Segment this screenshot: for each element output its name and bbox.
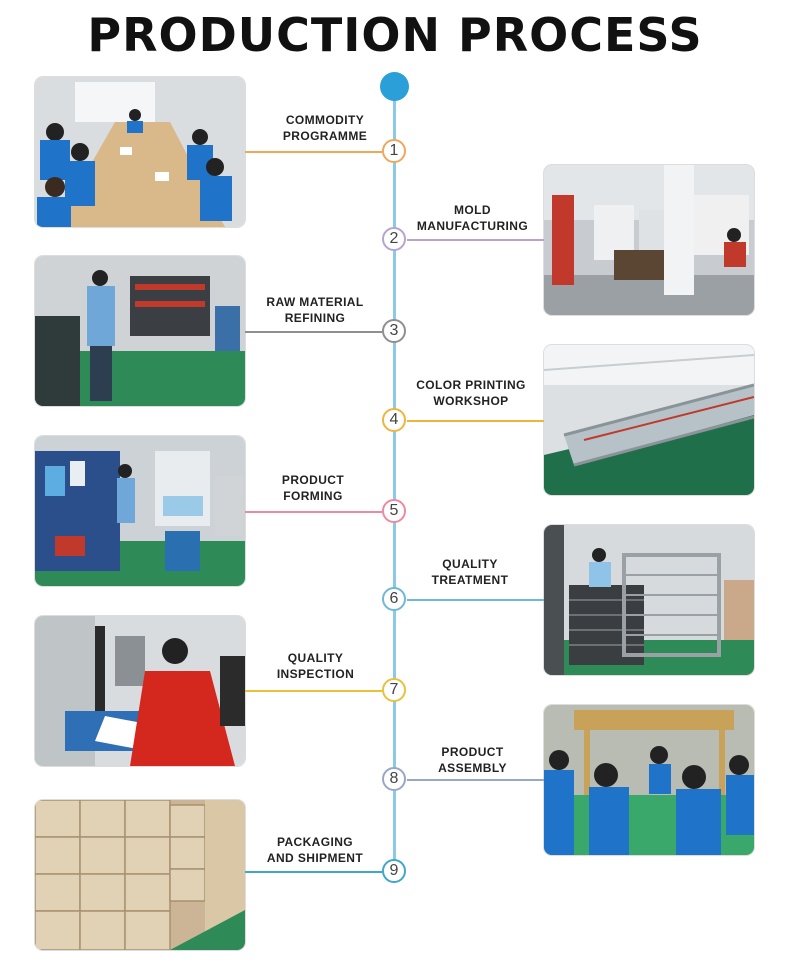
step-6-photo xyxy=(544,525,754,675)
step-7-photo xyxy=(35,616,245,766)
step-8-label-line1: PRODUCT xyxy=(441,745,504,759)
page-title: PRODUCTION PROCESS xyxy=(87,8,703,62)
step-7-label-line1: QUALITY xyxy=(287,651,344,665)
step-9-connector xyxy=(245,871,382,873)
step-5-number: 5 xyxy=(382,499,406,523)
step-1-photo xyxy=(35,77,245,227)
step-8-label-line2: ASSEMBLY xyxy=(438,761,507,775)
step-9-label-line2: AND SHIPMENT xyxy=(266,851,364,865)
step-8-number: 8 xyxy=(382,767,406,791)
step-3-label-line1: RAW MATERIAL xyxy=(266,295,364,309)
step-7-label-line2: INSPECTION xyxy=(276,667,355,681)
step-1-connector xyxy=(245,151,382,153)
step-4-label-line2: WORKSHOP xyxy=(433,394,509,408)
step-2-label: MOLD MANUFACTURING xyxy=(400,202,545,234)
step-4-label-line1: COLOR PRINTING xyxy=(416,378,526,392)
step-4-photo xyxy=(544,345,754,495)
step-6-label-line1: QUALITY xyxy=(442,557,498,571)
step-8-photo xyxy=(544,705,754,855)
step-2-label-line2: MANUFACTURING xyxy=(416,219,529,233)
step-7-connector xyxy=(245,690,382,692)
step-5-connector xyxy=(245,511,382,513)
step-9-label: PACKAGING AND SHIPMENT xyxy=(255,834,375,866)
step-5-label-line2: FORMING xyxy=(283,489,343,503)
step-2-photo xyxy=(544,165,754,315)
step-3-label: RAW MATERIAL REFINING xyxy=(255,294,375,326)
timeline-start-dot xyxy=(380,72,409,101)
step-2-label-line1: MOLD xyxy=(454,203,491,217)
step-7-label: QUALITY INSPECTION xyxy=(258,650,373,682)
step-9-number: 9 xyxy=(382,859,406,883)
step-1-label: COMMODITY PROGRAMME xyxy=(255,112,395,144)
step-2-connector xyxy=(407,239,544,241)
step-3-connector xyxy=(245,331,382,333)
step-2-number: 2 xyxy=(382,227,406,251)
step-5-label: PRODUCT FORMING xyxy=(258,472,368,504)
step-1-label-line2: PROGRAMME xyxy=(282,129,368,143)
step-3-number: 3 xyxy=(382,319,406,343)
step-1-number: 1 xyxy=(382,139,406,163)
step-4-connector xyxy=(407,420,544,422)
step-3-photo xyxy=(35,256,245,406)
step-9-photo xyxy=(35,800,245,950)
step-5-label-line1: PRODUCT xyxy=(281,473,345,487)
step-7-number: 7 xyxy=(382,678,406,702)
step-4-label: COLOR PRINTING WORKSHOP xyxy=(406,377,536,409)
step-6-label-line2: TREATMENT xyxy=(431,573,509,587)
step-6-number: 6 xyxy=(382,587,406,611)
step-6-label: QUALITY TREATMENT xyxy=(415,556,525,588)
step-3-label-line2: REFINING xyxy=(284,311,346,325)
step-9-label-line1: PACKAGING xyxy=(276,835,354,849)
step-5-photo xyxy=(35,436,245,586)
timeline-line xyxy=(393,85,396,875)
step-6-connector xyxy=(407,599,544,601)
step-4-number: 4 xyxy=(382,408,406,432)
step-1-label-line1: COMMODITY xyxy=(285,113,365,127)
step-8-connector xyxy=(407,779,544,781)
step-8-label: PRODUCT ASSEMBLY xyxy=(420,744,525,776)
